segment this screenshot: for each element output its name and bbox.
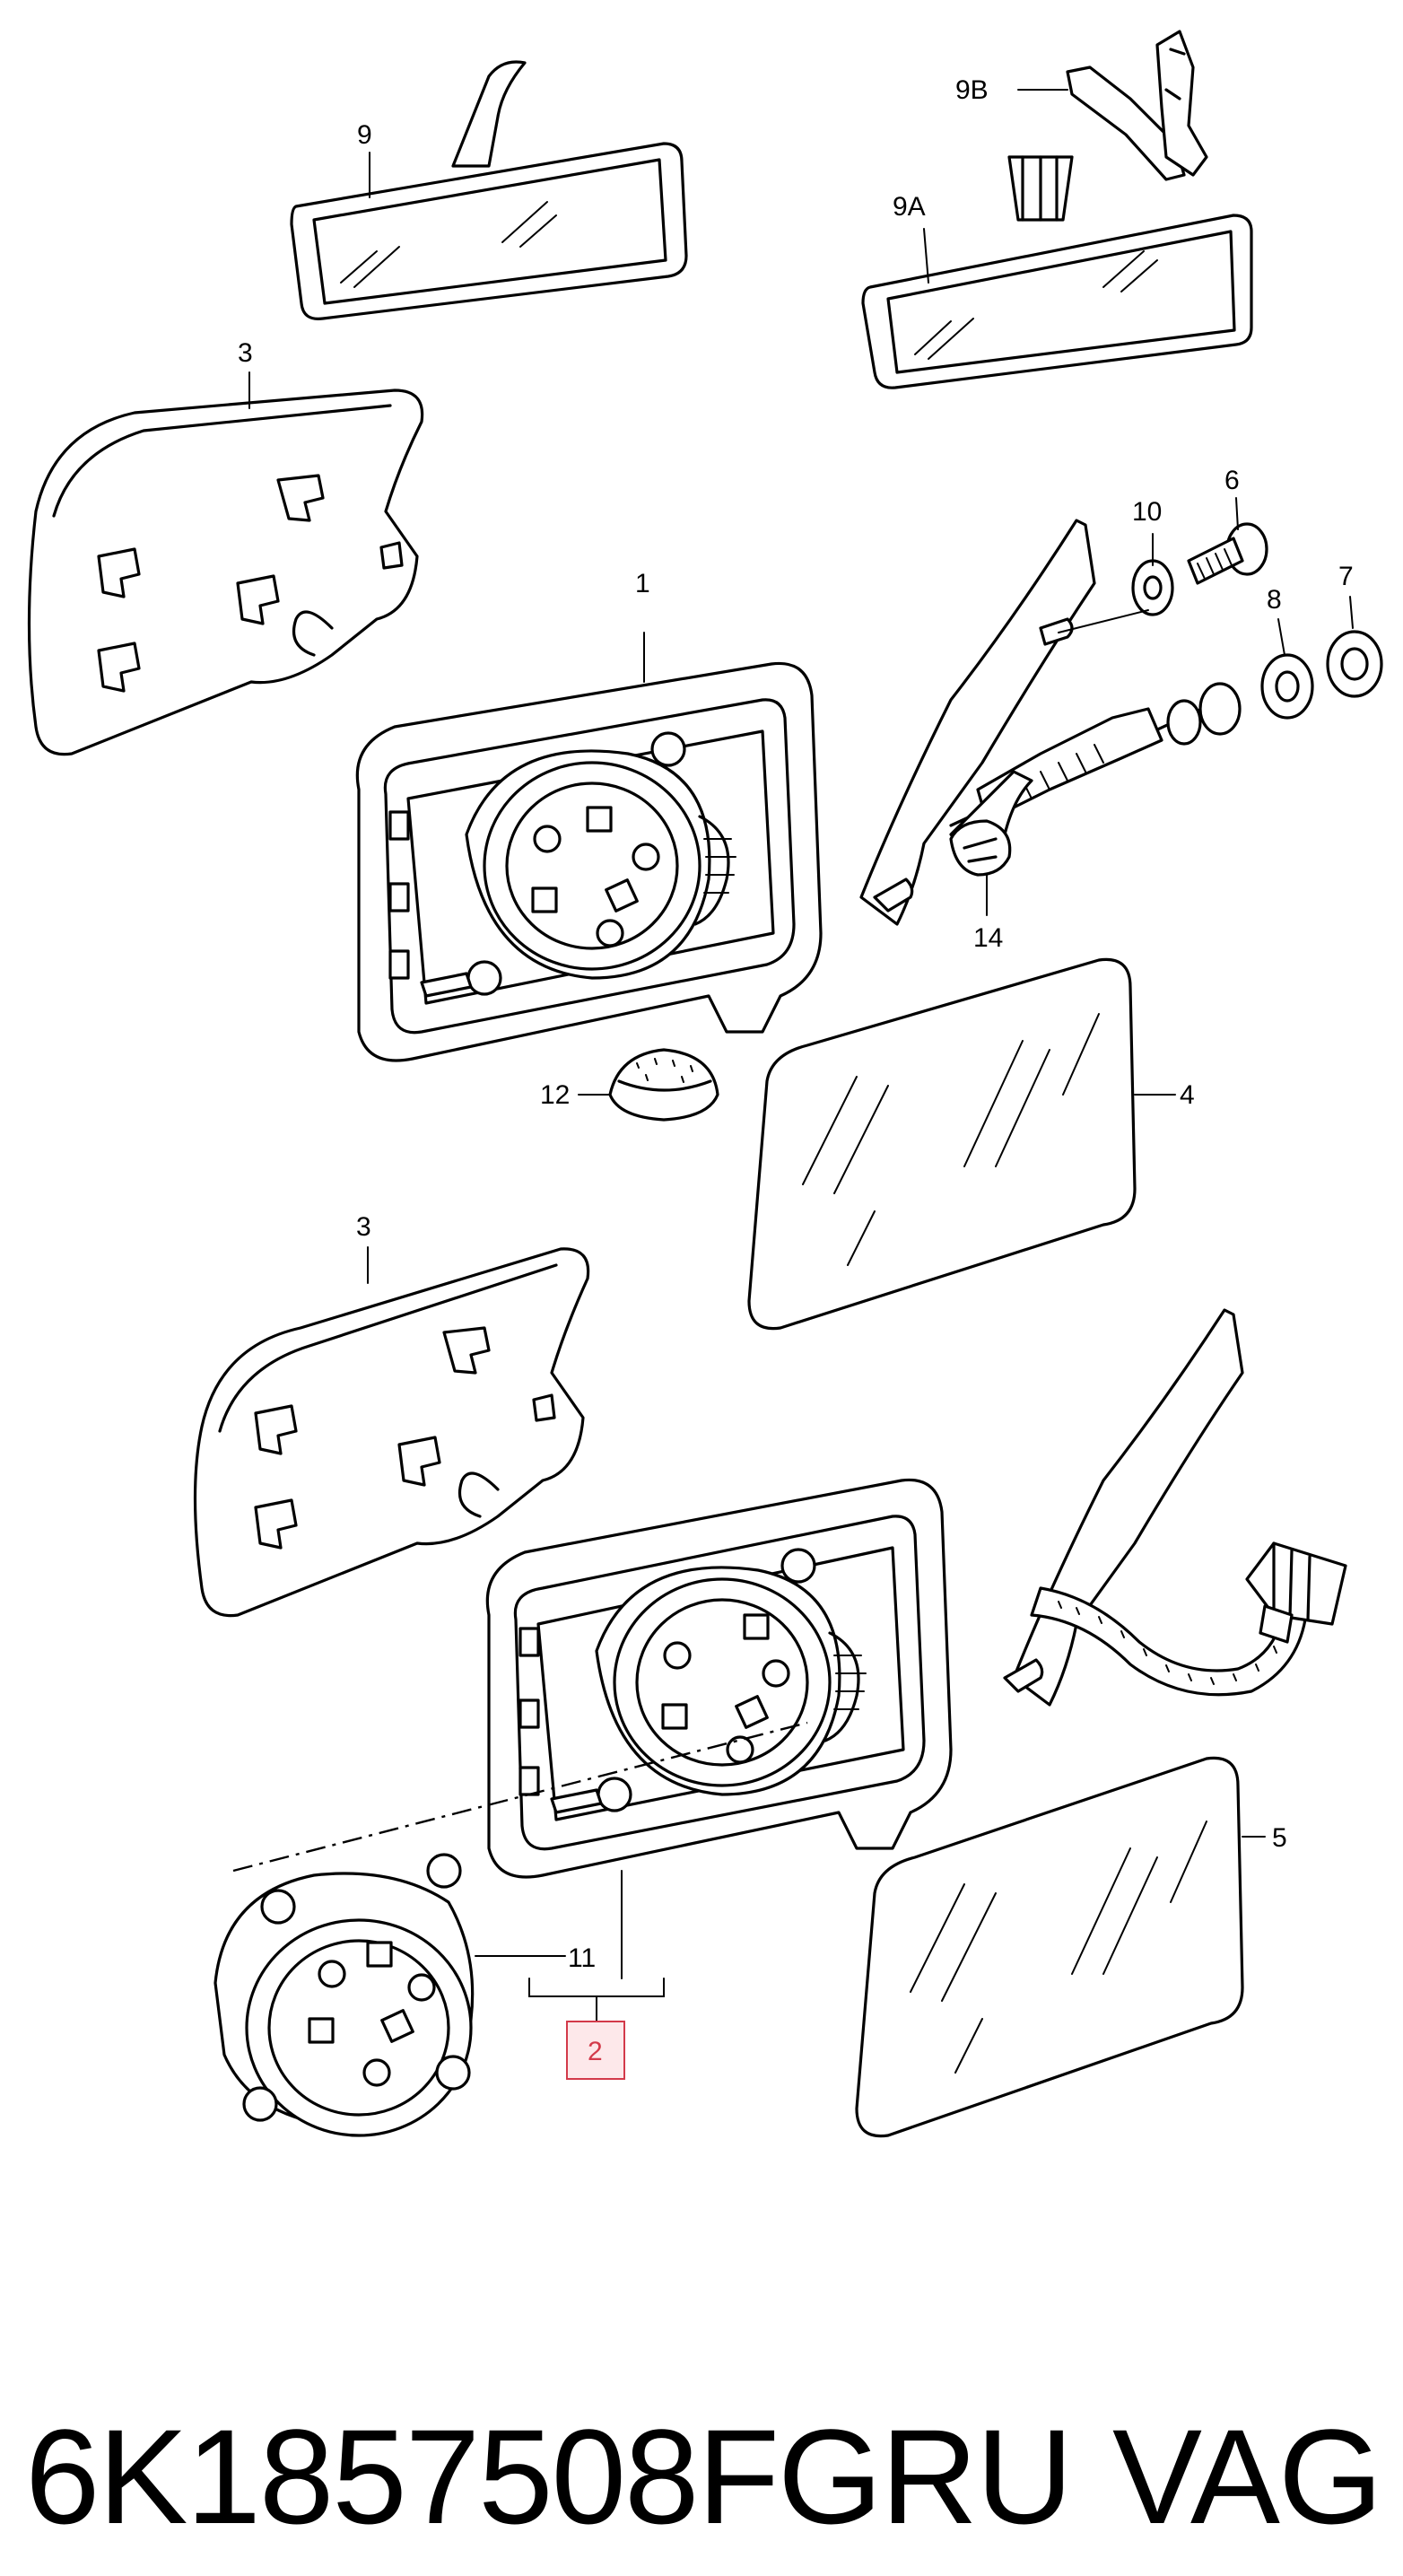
washer-10 <box>1131 559 1174 616</box>
mirror-glass-4 <box>747 957 1137 1331</box>
grommet-8 <box>1260 653 1314 720</box>
callout-1: 1 <box>635 569 650 598</box>
callout-12: 12 <box>540 1080 570 1110</box>
callout-2-highlight-box <box>566 2021 625 2080</box>
part-number: 6K1857508FGRU <box>25 2401 1071 2552</box>
callout-4: 4 <box>1180 1080 1195 1110</box>
callout-3-upper: 3 <box>238 338 253 368</box>
cap-12 <box>608 1048 719 1122</box>
callout-8: 8 <box>1267 585 1282 615</box>
callout-2[interactable]: 2 <box>588 2037 603 2066</box>
callout-5: 5 <box>1272 1823 1287 1853</box>
callout-9b: 9B <box>955 75 989 105</box>
mirror-housing-1 <box>355 519 1096 1062</box>
leader-lines <box>248 89 1354 2024</box>
callout-14: 14 <box>973 923 1003 953</box>
callout-6: 6 <box>1224 466 1240 495</box>
mirror-glass-5 <box>855 1756 1244 2138</box>
mirror-cap-3-lower <box>193 1247 590 1618</box>
nut-spring <box>1166 682 1242 746</box>
callout-7: 7 <box>1338 562 1354 591</box>
interior-mirror-9a <box>861 155 1253 389</box>
callout-9a: 9A <box>893 192 926 222</box>
mirror-cap-3-upper <box>27 389 424 756</box>
callout-9: 9 <box>357 120 372 150</box>
callout-3-lower: 3 <box>356 1212 371 1242</box>
mirror-mount-9b <box>1066 30 1208 181</box>
screw-6 <box>1187 522 1268 585</box>
mirror-motor-11 <box>214 1853 475 2137</box>
grommet-7 <box>1326 630 1383 698</box>
brand-name: VAG <box>1112 2401 1381 2552</box>
callout-11: 11 <box>568 1943 596 1973</box>
callout-10: 10 <box>1132 497 1162 527</box>
clip-14 <box>949 819 1012 877</box>
interior-mirror-9 <box>290 60 688 320</box>
assembly-line <box>232 1721 808 1873</box>
wiring-harness <box>1030 1541 1347 1697</box>
